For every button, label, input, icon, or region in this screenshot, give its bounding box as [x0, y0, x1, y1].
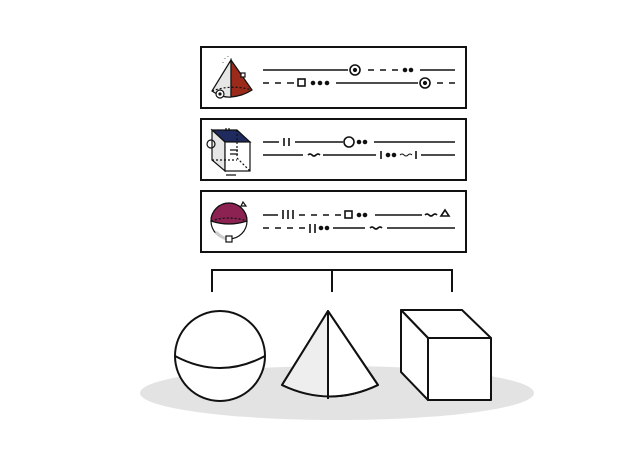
card-sphere: [200, 190, 467, 253]
card-cube: [200, 118, 467, 181]
sphere-shape: [174, 310, 266, 402]
sphere-icon: [210, 200, 248, 243]
cube-icon: [206, 128, 252, 176]
code-lines: [263, 208, 455, 233]
code-lines: [263, 64, 455, 89]
connector-lines: [211, 269, 453, 292]
cube-shape: [400, 309, 492, 401]
cone-shape: [281, 310, 379, 399]
card-cone: [200, 46, 467, 109]
cone-icon: [211, 56, 253, 99]
code-lines: [263, 136, 455, 159]
